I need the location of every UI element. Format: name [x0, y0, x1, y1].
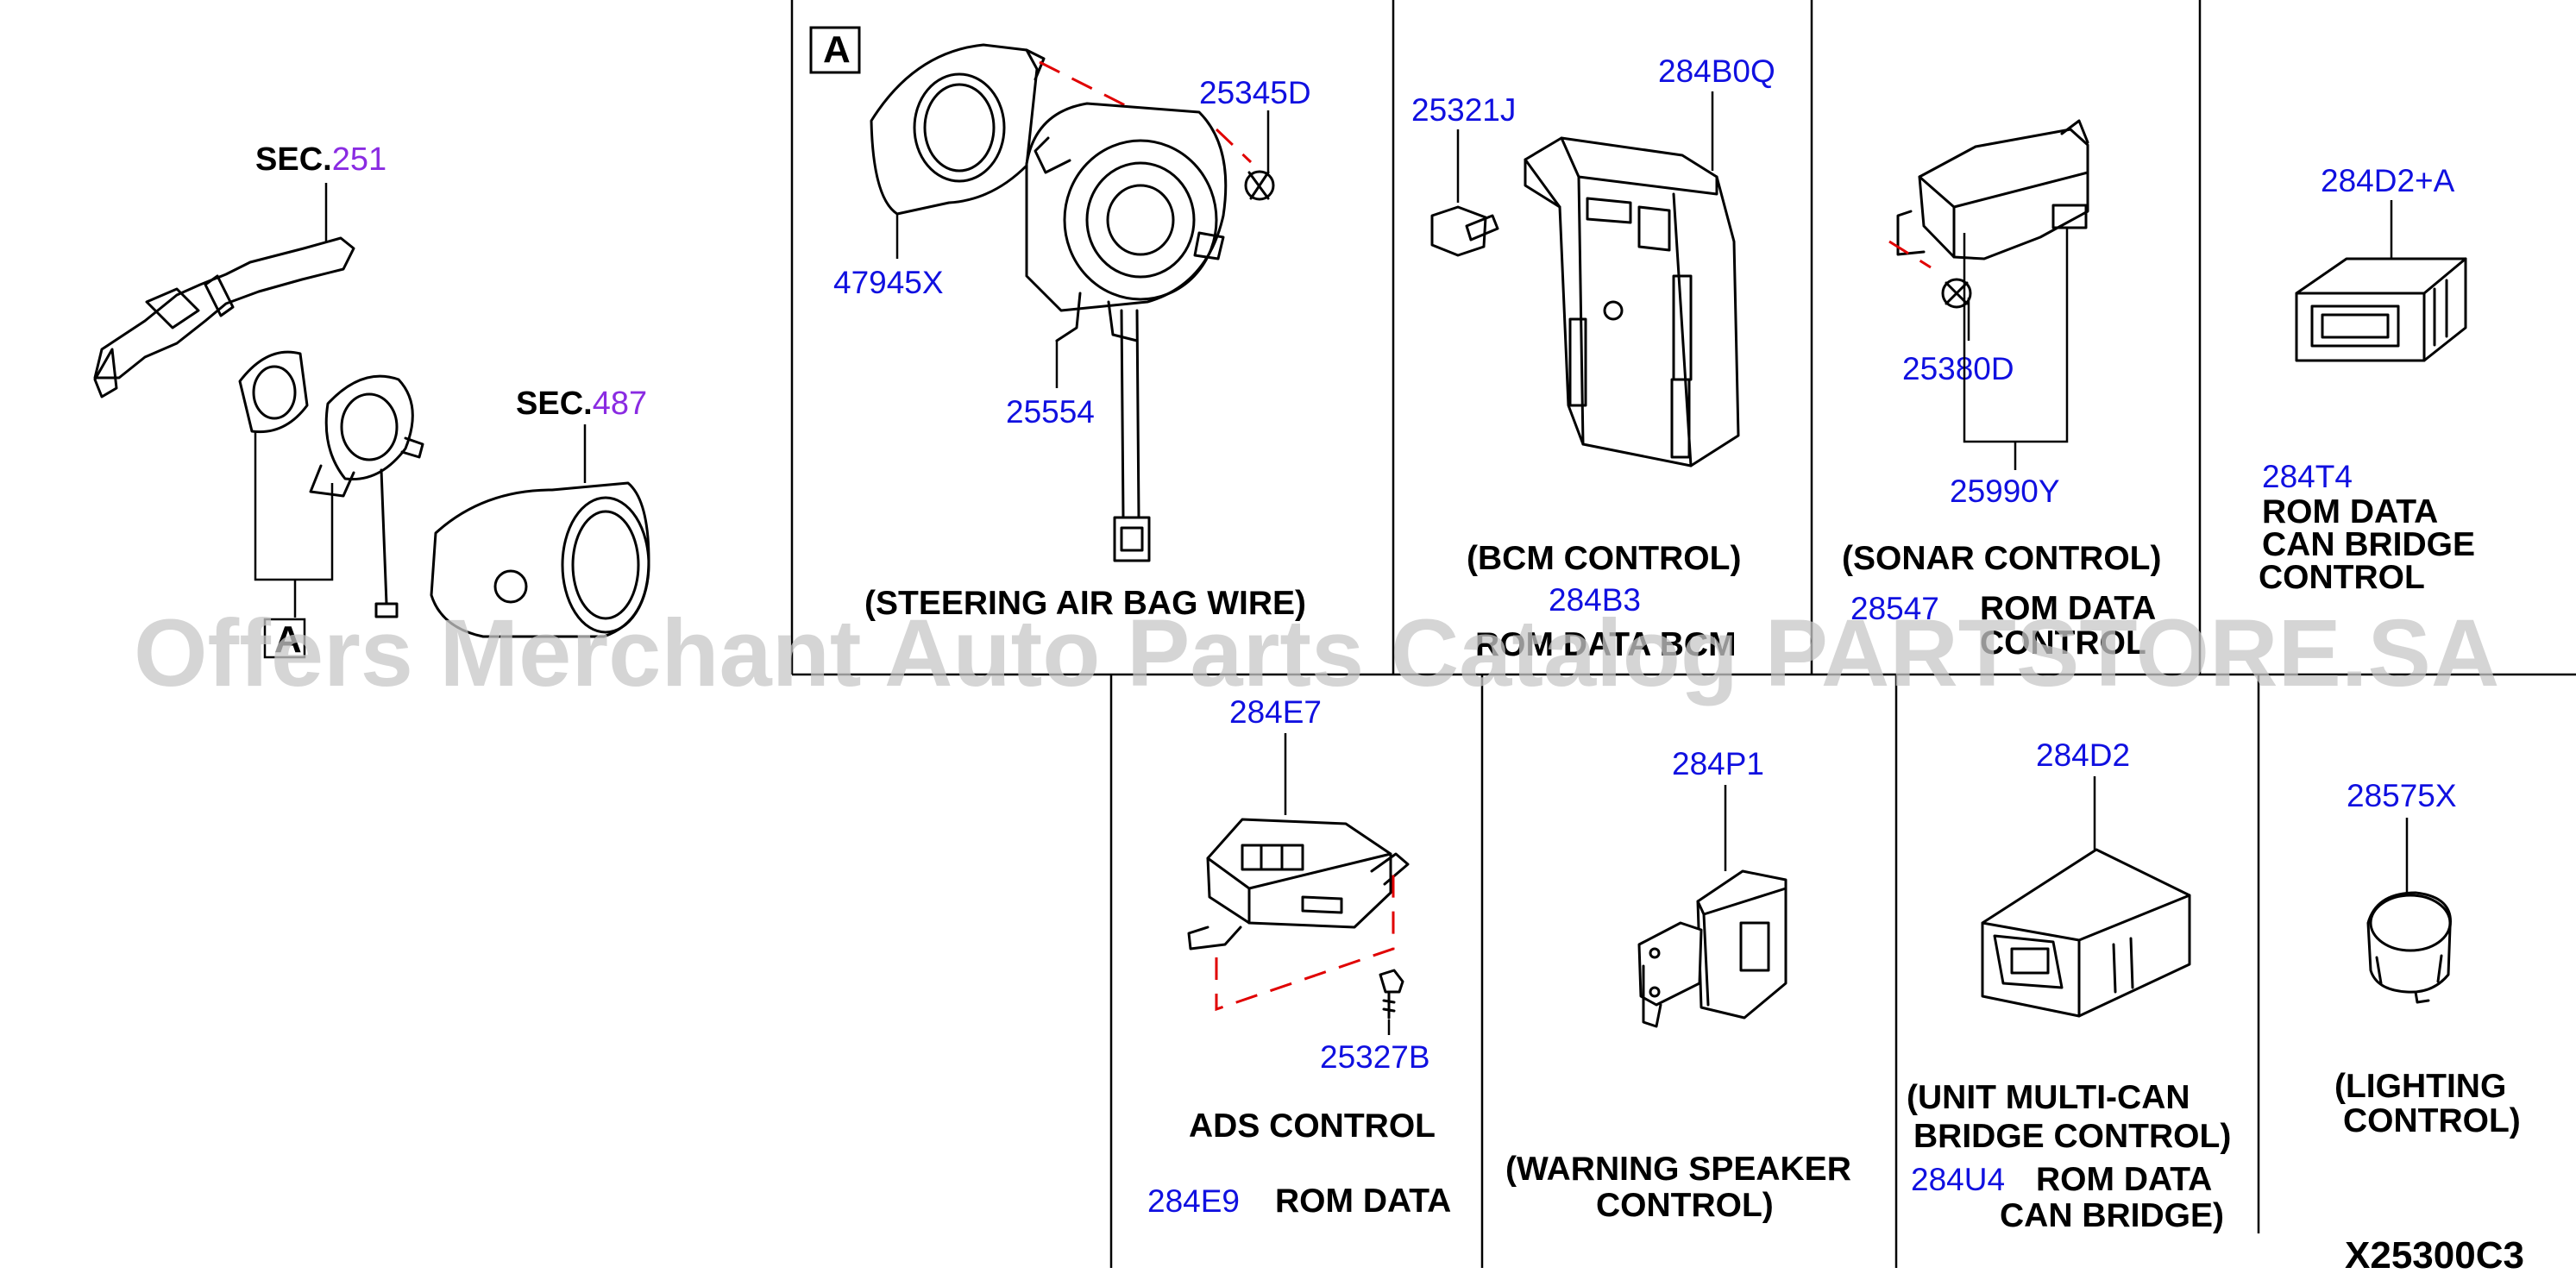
panel-steering-air-bag-wire: A 47945X 25554 25345D (STEERING AIR BAG …: [809, 26, 1311, 622]
ref-a-box-label: A: [823, 28, 851, 71]
caption-bcm-control: (BCM CONTROL): [1467, 540, 1741, 577]
caption-lighting-2: CONTROL): [2343, 1102, 2521, 1139]
caption-rom-can-2: CAN BRIDGE: [2262, 526, 2475, 563]
part-284t4: 284T4: [2262, 459, 2353, 494]
part-284u4: 284U4: [1911, 1162, 2005, 1197]
ref-a-label-box: [263, 618, 306, 659]
watermark-text: Offers Merchant Auto Parts Catalog PARTS…: [134, 600, 2499, 706]
caption-unit-multi-can-2: BRIDGE CONTROL): [1913, 1118, 2231, 1155]
part-25380d: 25380D: [1902, 351, 2014, 386]
part-284p1: 284P1: [1672, 746, 1764, 781]
part-284d2-a: 284D2+A: [2321, 163, 2455, 198]
caption-sonar-control: (SONAR CONTROL): [1842, 540, 2161, 577]
caption-rom-can-3: CONTROL: [2259, 559, 2425, 596]
overview-assembly: SEC.251 A SEC.487: [93, 141, 650, 661]
part-28575x: 28575X: [2347, 778, 2457, 813]
caption-rom-data: ROM DATA: [1275, 1183, 1451, 1220]
caption-rom-data-control-2: CONTROL: [1980, 624, 2146, 662]
panel-rom-data-can-bridge: 284D2+A 284T4 ROM DATA CAN BRIDGE CONTRO…: [2259, 163, 2475, 596]
part-284d2: 284D2: [2036, 737, 2130, 773]
panel-lighting-control: 28575X (LIGHTING CONTROL): [2334, 778, 2521, 1139]
caption-rom-can-1: ROM DATA: [2262, 493, 2438, 530]
sec-487-label: SEC.487: [516, 386, 647, 422]
part-25321j: 25321J: [1411, 92, 1516, 128]
panel-warning-speaker-control: 284P1 (WARNING SPEAKER CONTROL): [1505, 746, 1851, 1224]
caption-rom-data-control-1: ROM DATA: [1980, 590, 2156, 627]
part-284e7: 284E7: [1229, 694, 1322, 730]
panel-bcm-control: 25321J 284B0Q (BCM CONTROL) 284B3 ROM DA…: [1411, 53, 1775, 663]
panel-ads-control: 284E7 25327B ADS CONTROL 284E9 ROM DATA: [1147, 694, 1451, 1220]
caption-warning-speaker-2: CONTROL): [1596, 1187, 1774, 1224]
caption-ads-control: ADS CONTROL: [1189, 1107, 1436, 1145]
panel-sonar-control: 25380D 25990Y (SONAR CONTROL) 28547 ROM …: [1842, 119, 2161, 662]
sec-251-prefix: SEC.251: [255, 141, 386, 178]
part-25554: 25554: [1006, 394, 1095, 430]
panel-unit-multi-can: 284D2 (UNIT MULTI-CAN BRIDGE CONTROL) 28…: [1907, 737, 2231, 1234]
caption-rom-bridge-1: ROM DATA: [2036, 1161, 2212, 1198]
ref-a-label: A: [274, 618, 302, 661]
caption-warning-speaker-1: (WARNING SPEAKER: [1505, 1151, 1851, 1188]
part-284e9: 284E9: [1147, 1183, 1240, 1219]
part-47945x: 47945X: [833, 265, 944, 300]
panel-grid: [790, 0, 2576, 1268]
figure-id: X25300C3: [2345, 1234, 2524, 1277]
part-284b3: 284B3: [1549, 582, 1641, 618]
ref-a-box: [809, 26, 861, 74]
caption-steering-air-bag-wire: (STEERING AIR BAG WIRE): [864, 585, 1306, 622]
part-284b0q: 284B0Q: [1658, 53, 1775, 89]
caption-rom-data-bcm: ROM DATA BCM: [1475, 626, 1737, 663]
caption-rom-bridge-2: CAN BRIDGE): [2000, 1197, 2224, 1234]
part-25345d: 25345D: [1199, 75, 1311, 110]
caption-unit-multi-can-1: (UNIT MULTI-CAN: [1907, 1079, 2190, 1116]
caption-lighting-1: (LIGHTING: [2334, 1068, 2506, 1105]
part-25990y: 25990Y: [1950, 474, 2060, 509]
part-28547: 28547: [1850, 591, 1939, 626]
part-25327b: 25327B: [1320, 1039, 1430, 1075]
